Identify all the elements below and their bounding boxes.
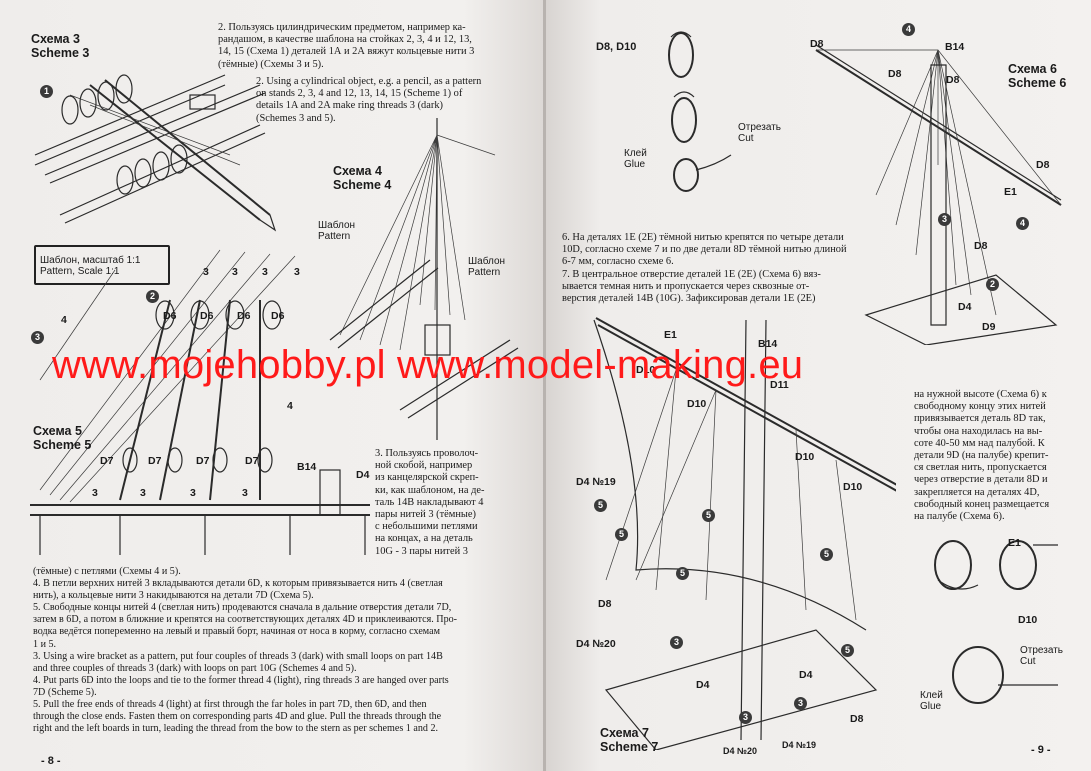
pattern-label-2: Шаблон Pattern bbox=[468, 256, 506, 278]
right-page: D8, D10 Отрезать Cut Клей Glue bbox=[546, 0, 1091, 771]
label-num-3e: 3 bbox=[92, 487, 98, 499]
s7-label-d10-1: D10 bbox=[636, 364, 656, 376]
callout-3-s6: 3 bbox=[938, 213, 951, 226]
callout-3-s7b: 3 bbox=[794, 697, 807, 710]
label-d6-2: D6 bbox=[200, 310, 214, 322]
s7-label-d4-1: D4 bbox=[696, 679, 710, 691]
label-num-3f: 3 bbox=[140, 487, 146, 499]
s7-label-b14: B14 bbox=[758, 338, 778, 350]
left-page: Схема 3 Scheme 3 1 2. Пользуясь цилиндри… bbox=[0, 0, 545, 771]
s6-label-d8-5: D8 bbox=[974, 240, 988, 252]
callout-4-bottom: 4 bbox=[1016, 217, 1029, 230]
scheme3-drawing bbox=[34, 74, 277, 232]
s7-label-d4-20b: D4 №20 bbox=[723, 746, 758, 756]
scheme6-drawing bbox=[815, 44, 1062, 345]
s6-label-b14: B14 bbox=[945, 41, 965, 53]
label-d7-4: D7 bbox=[245, 455, 259, 467]
scheme4-title: Схема 4 Scheme 4 bbox=[333, 164, 392, 192]
cut-label-bottom: Отрезать Cut bbox=[1020, 645, 1063, 667]
step2-ru-text: 2. Пользуясь цилиндрическим предметом, н… bbox=[218, 22, 475, 70]
pattern-label-1: Шаблон Pattern bbox=[318, 220, 356, 242]
watermark-text: www.mojehobby.pl www.model-making.eu bbox=[52, 343, 804, 387]
s7-label-d8-1: D8 bbox=[598, 598, 612, 610]
steps-3-5-text: (тёмные) с петлями (Схемы 4 и 5). 4. В п… bbox=[33, 566, 458, 735]
scheme5-title: Схема 5 Scheme 5 bbox=[33, 424, 92, 452]
label-d7-3: D7 bbox=[196, 455, 210, 467]
page-number-right: - 9 - bbox=[1031, 744, 1051, 756]
pattern-scale-box bbox=[34, 245, 170, 285]
page-fold bbox=[543, 0, 547, 771]
s6-label-d8-3: D8 bbox=[946, 74, 960, 86]
scheme4-drawing bbox=[329, 118, 519, 440]
callout-5-e: 5 bbox=[820, 548, 833, 561]
scheme7-title: Схема 7 Scheme 7 bbox=[600, 726, 659, 754]
label-d7-1: D7 bbox=[100, 455, 114, 467]
label-num-3a: 3 bbox=[203, 266, 209, 278]
callout-5-d: 5 bbox=[702, 509, 715, 522]
s7-label-d4-19: D4 №19 bbox=[576, 476, 616, 488]
label-num-4b: 4 bbox=[287, 400, 293, 412]
s6-label-e1: E1 bbox=[1004, 186, 1017, 198]
callout-4-top: 4 bbox=[902, 23, 915, 36]
callout-5-f: 5 bbox=[841, 644, 854, 657]
label-d8-d10: D8, D10 bbox=[596, 41, 637, 53]
cut-label-top: Отрезать Cut bbox=[738, 122, 781, 144]
callout-2-s6: 2 bbox=[986, 278, 999, 291]
label-num-3b: 3 bbox=[232, 266, 238, 278]
scheme7-drawing bbox=[593, 317, 896, 750]
s7-label-d8-2: D8 bbox=[850, 713, 864, 725]
s7-label-e1: E1 bbox=[664, 329, 677, 341]
step3-ru-text: 3. Пользуясь проволоч- ной скобой, напри… bbox=[375, 448, 485, 557]
s7-label-d4-19b: D4 №19 bbox=[782, 740, 817, 750]
step6-7-ru-text: 6. На деталях 1Е (2Е) тёмной нитью крепя… bbox=[562, 232, 847, 305]
callout-3: 3 bbox=[31, 331, 44, 344]
label-num-4: 4 bbox=[61, 314, 67, 326]
s6-label-d9: D9 bbox=[982, 321, 996, 333]
label-d6-3: D6 bbox=[237, 310, 251, 322]
s6-label-d8-4: D8 bbox=[1036, 159, 1050, 171]
label-d6-4: D6 bbox=[271, 310, 285, 322]
s7-label-d10-3: D10 bbox=[795, 451, 815, 463]
label-num-3h: 3 bbox=[242, 487, 248, 499]
knot-label-e1: E1 bbox=[1008, 537, 1021, 549]
pattern-scale-label: Шаблон, масштаб 1:1 Pattern, Scale 1:1 bbox=[40, 255, 141, 277]
label-num-3d: 3 bbox=[294, 266, 300, 278]
callout-3-s7c: 3 bbox=[739, 711, 752, 724]
s7-label-d10-2: D10 bbox=[687, 398, 707, 410]
scheme3-title: Схема 3 Scheme 3 bbox=[31, 32, 90, 60]
label-d4: D4 bbox=[356, 469, 370, 481]
knot-label-d10: D10 bbox=[1018, 614, 1038, 626]
callout-3-s7a: 3 bbox=[670, 636, 683, 649]
s7-label-d10-4: D10 bbox=[843, 481, 863, 493]
scheme6-title: Схема 6 Scheme 6 bbox=[1008, 62, 1067, 90]
knot-drawing-top bbox=[668, 31, 732, 192]
s6-label-d8-2: D8 bbox=[888, 68, 902, 80]
label-num-3c: 3 bbox=[262, 266, 268, 278]
step7-continued-text: на нужной высоте (Схема 6) к свободному … bbox=[914, 389, 1050, 523]
callout-1: 1 bbox=[40, 85, 53, 98]
callout-5-a: 5 bbox=[594, 499, 607, 512]
s7-label-d4-20: D4 №20 bbox=[576, 638, 616, 650]
step2-en-text: 2. Using a cylindrical object, e.g. a pe… bbox=[256, 76, 482, 124]
callout-5-c: 5 bbox=[676, 567, 689, 580]
glue-label-top: Клей Glue bbox=[624, 148, 647, 170]
label-d7-2: D7 bbox=[148, 455, 162, 467]
s7-label-d11: D11 bbox=[770, 379, 789, 391]
knot-drawing-bottom bbox=[934, 540, 1058, 704]
scheme5-drawing bbox=[30, 249, 370, 555]
glue-label-bottom: Клей Glue bbox=[920, 690, 943, 712]
s6-label-d4: D4 bbox=[958, 301, 972, 313]
s6-label-d8-1: D8 bbox=[810, 38, 824, 50]
label-num-3g: 3 bbox=[190, 487, 196, 499]
page-number-left: - 8 - bbox=[41, 755, 61, 767]
label-b14: B14 bbox=[297, 461, 317, 473]
label-d6-1: D6 bbox=[163, 310, 177, 322]
callout-5-b: 5 bbox=[615, 528, 628, 541]
callout-2: 2 bbox=[146, 290, 159, 303]
s7-label-d4-2: D4 bbox=[799, 669, 813, 681]
